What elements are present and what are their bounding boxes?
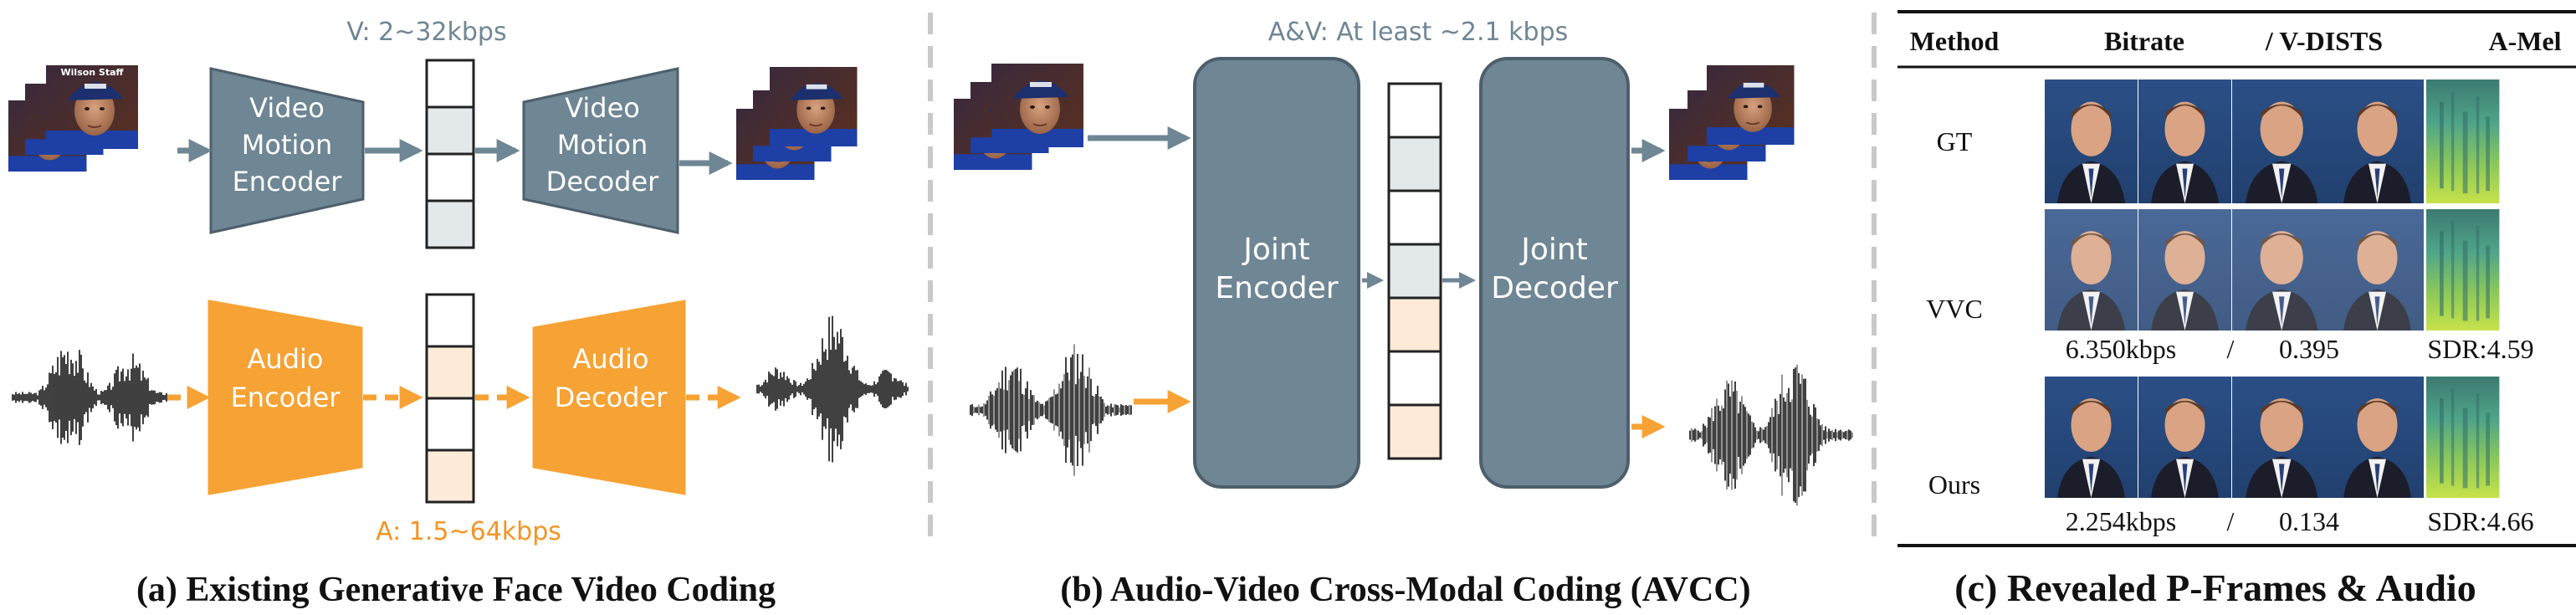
row-ours-method: Ours	[1928, 469, 1980, 500]
row-gt-method: GT	[1937, 126, 1973, 156]
video-motion-encoder-shape	[209, 67, 365, 234]
row-vvc-bitrate: 6.350kbps	[2066, 334, 2176, 364]
video-motion-decoder-line3: Decoder	[546, 166, 660, 197]
panel-a: Wilson Staff V: 2~32kbps Video Motion En…	[8, 18, 909, 609]
audio-bitrate-label-a: A: 1.5~64kbps	[376, 517, 561, 546]
input-video-frames-a: Wilson Staff	[8, 64, 139, 172]
joint-encoder-line1: Joint	[1242, 233, 1310, 267]
row-ours-sdr: SDR:4.66	[2427, 506, 2533, 536]
panel-b: A&V: At least ~2.1 kbps Joint Encoder Jo	[953, 18, 1853, 609]
output-video-frames-a	[735, 66, 858, 181]
row-ours-slash: /	[2227, 506, 2235, 536]
caption-a: (a) Existing Generative Face Video Codin…	[136, 571, 776, 609]
output-video-frames-b	[1668, 64, 1795, 181]
joint-decoder-line1: Joint	[1519, 233, 1588, 267]
header-bitrate: Bitrate	[2104, 26, 2184, 56]
row-vvc-mel	[2426, 209, 2500, 331]
input-audio-waveform-a	[12, 350, 167, 445]
input-video-frames-b	[953, 63, 1084, 171]
cap-logo: Wilson Staff	[61, 67, 124, 78]
audio-latent-column-a	[425, 293, 475, 504]
video-motion-encoder-line3: Encoder	[233, 166, 343, 197]
row-gt-mel	[2426, 79, 2500, 203]
audio-encoder-line2: Encoder	[231, 382, 341, 413]
audio-encoder-shape	[207, 300, 363, 495]
panel-c-table: Method Bitrate / V-DISTS A-Mel GT VVC 6.…	[1897, 10, 2576, 609]
row-gt-frames	[2045, 79, 2424, 203]
row-ours-mel	[2426, 377, 2500, 498]
row-ours-frames	[2045, 377, 2424, 498]
joint-decoder-box	[1479, 57, 1630, 489]
header-a-mel: A-Mel	[2488, 26, 2561, 56]
row-vvc-dists: 0.395	[2279, 334, 2339, 364]
header-v-dists: / V-DISTS	[2265, 26, 2383, 56]
caption-b: (b) Audio-Video Cross-Modal Coding (AVCC…	[1060, 571, 1750, 609]
bitrate-label-b: A&V: At least ~2.1 kbps	[1268, 18, 1569, 47]
row-ours-bitrate: 2.254kbps	[2066, 506, 2176, 536]
row-vvc-method: VVC	[1926, 294, 1983, 324]
video-motion-decoder-line2: Motion	[557, 129, 648, 161]
joint-encoder-box	[1193, 57, 1360, 489]
video-motion-encoder-line1: Video	[249, 92, 325, 124]
row-ours-dists: 0.134	[2279, 506, 2339, 536]
header-method: Method	[1910, 26, 2000, 56]
row-vvc-sdr: SDR:4.59	[2427, 334, 2533, 364]
joint-encoder-line2: Encoder	[1215, 271, 1338, 305]
output-audio-waveform-b	[1689, 364, 1853, 506]
input-audio-waveform-b	[970, 344, 1132, 476]
video-latent-column-a	[425, 59, 475, 249]
output-audio-waveform-a	[756, 315, 909, 463]
joint-latent-column	[1387, 82, 1442, 460]
video-bitrate-label-a: V: 2~32kbps	[346, 18, 506, 47]
video-motion-encoder-line2: Motion	[242, 129, 332, 161]
caption-c: (c) Revealed P-Frames & Audio	[1954, 566, 2476, 609]
video-motion-decoder-line1: Video	[565, 92, 640, 124]
audio-decoder-line1: Audio	[573, 343, 649, 375]
joint-decoder-line2: Decoder	[1491, 271, 1618, 305]
audio-decoder-line2: Decoder	[555, 382, 668, 413]
audio-encoder-line1: Audio	[248, 343, 324, 375]
row-vvc-slash: /	[2227, 334, 2235, 364]
audio-decoder-shape	[532, 300, 686, 495]
video-motion-decoder-shape	[522, 67, 679, 234]
row-vvc-frames	[2045, 209, 2424, 331]
